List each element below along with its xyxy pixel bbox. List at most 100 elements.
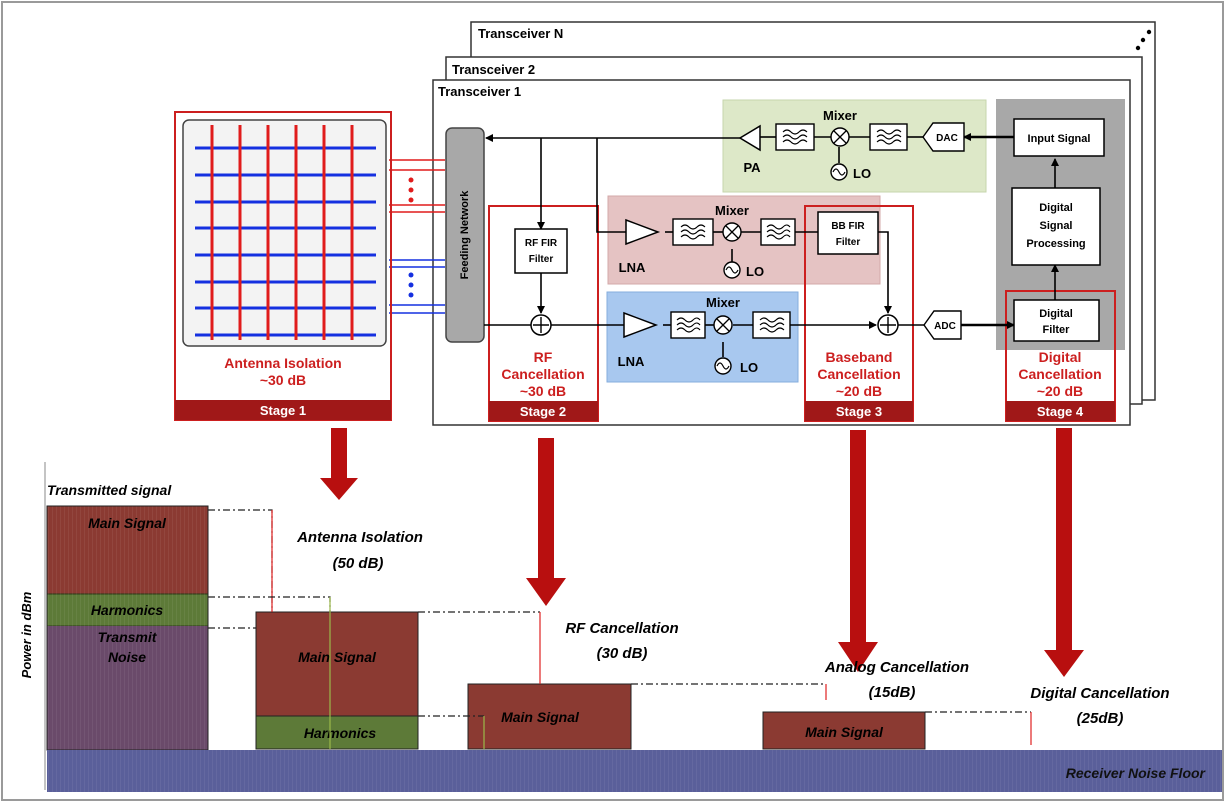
tx-filter-1-icon [775, 123, 815, 151]
stage-3-title-line3: ~20 dB [836, 383, 882, 399]
dsp-line2: Signal [1039, 220, 1072, 232]
after-antenna-harmonics-block [255, 715, 419, 750]
stage-4-label: Stage 4 [1037, 404, 1084, 419]
main-lna-icon [623, 311, 659, 339]
main-lo-label: LO [740, 360, 758, 375]
stage-2-down-arrow [526, 438, 566, 606]
stage-2-title-line3: ~30 dB [520, 383, 566, 399]
stage-1-box: Antenna Isolation ~30 dB Stage 1 [174, 111, 392, 421]
digital-cancellation-annotation-line1: Digital Cancellation [1030, 685, 1169, 702]
after-analog-main-label: Main Signal [805, 724, 884, 740]
tx-filter-2-icon [869, 123, 908, 151]
transmitted-signal-label: Transmitted signal [47, 482, 172, 498]
feeding-network-label: Feeding Network [459, 190, 471, 280]
rf-summer-icon [530, 314, 552, 336]
after-antenna-main-block [255, 611, 419, 717]
main-filter-2-icon [752, 311, 791, 339]
after-antenna-main-label: Main Signal [298, 649, 377, 665]
tx-main-signal-label: Main Signal [88, 515, 167, 531]
antenna-isolation-annotation-line2: (50 dB) [333, 555, 384, 572]
transceiver-n-label: Transceiver N [478, 26, 563, 41]
power-ylabel: Power in dBm [19, 591, 34, 678]
stage-1-title-line2: ~30 dB [260, 372, 306, 388]
after-antenna-harmonics-label: Harmonics [304, 725, 377, 741]
main-lna-label: LNA [618, 354, 645, 369]
adc-label: ADC [934, 321, 956, 332]
transceiver-2-label: Transceiver 2 [452, 62, 535, 77]
aux-filter-2-icon [760, 218, 796, 246]
aux-mixer-label: Mixer [715, 203, 749, 218]
signal-wiring [484, 133, 1059, 357]
aux-lna-icon [625, 218, 661, 246]
more-transceivers-dots [1135, 29, 1152, 51]
rx-main-chain: LNA Mixer LO ADC [530, 295, 962, 375]
digital-filter-block [1013, 299, 1100, 342]
main-mixer-label: Mixer [706, 295, 740, 310]
transceiver-1-label: Transceiver 1 [438, 84, 521, 99]
feeding-network: Feeding Network [445, 127, 485, 343]
noise-floor-hatch [47, 750, 1222, 792]
rx-aux-chain: RF FIR Filter LNA Mixer LO BB FIR Filter [514, 203, 879, 279]
dsp-line1: Digital [1039, 202, 1073, 214]
main-mixer-icon [713, 315, 733, 335]
input-signal-label: Input Signal [1028, 133, 1091, 145]
baseband-summer-icon [877, 314, 899, 336]
dsp-line3: Processing [1026, 238, 1085, 250]
rf-fir-line1: RF FIR [525, 238, 558, 249]
aux-filter-1-icon [672, 218, 714, 246]
tx-lo-icon [830, 163, 848, 181]
dac-block [922, 122, 965, 152]
stage-4-title-line3: ~20 dB [1037, 383, 1083, 399]
analog-cancellation-annotation-line2: (15dB) [869, 684, 916, 701]
bb-fir-line1: BB FIR [831, 221, 865, 232]
analog-cancellation-annotation-line1: Analog Cancellation [824, 659, 969, 676]
rf-cancellation-annotation-line1: RF Cancellation [565, 620, 678, 637]
digital-filter-line1: Digital [1039, 308, 1073, 320]
after-rf-main-label: Main Signal [501, 709, 580, 725]
stage-4-down-arrow [1044, 428, 1084, 677]
pa-label: PA [743, 160, 761, 175]
tx-harmonics-label: Harmonics [91, 602, 164, 618]
stage-3-title-line1: Baseband [826, 349, 893, 365]
tx-lo-label: LO [853, 166, 871, 181]
after-analog-main-block [762, 711, 926, 750]
aux-lo-icon [723, 261, 741, 279]
stage-3-box: Baseband Cancellation ~20 dB Stage 3 [804, 205, 914, 422]
dsp-block [1011, 187, 1101, 266]
noise-floor-label: Receiver Noise Floor [1066, 765, 1207, 781]
bb-fir-filter-block [817, 211, 879, 255]
rf-fir-line2: Filter [529, 254, 554, 265]
antenna-isolation-annotation-line1: Antenna Isolation [296, 529, 423, 546]
aux-lna-label: LNA [619, 260, 646, 275]
rf-cancellation-annotation-line2: (30 dB) [597, 645, 648, 662]
tx-mixer-icon [830, 127, 850, 147]
main-lo-icon [714, 357, 732, 375]
bb-fir-line2: Filter [836, 237, 861, 248]
stage-2-title-line1: RF [534, 349, 553, 365]
stage-3-label: Stage 3 [836, 404, 882, 419]
stage-down-arrows [320, 428, 1084, 677]
tx-noise-line2: Noise [108, 649, 146, 665]
stage-2-title-line2: Cancellation [501, 366, 584, 382]
stage-2-label: Stage 2 [520, 404, 566, 419]
stage-4-title-line1: Digital [1039, 349, 1082, 365]
stage-3-down-arrow [838, 430, 878, 672]
stage-3-title-line2: Cancellation [817, 366, 900, 382]
digital-blocks: Digital Signal Processing Digital Filter [1011, 187, 1101, 342]
power-chart: Power in dBm Transmitted signal Main Sig… [19, 462, 1222, 792]
rf-fir-filter-block [514, 228, 568, 274]
digital-cancellation-annotation-line2: (25dB) [1077, 710, 1124, 727]
input-signal-block [1013, 118, 1105, 157]
level-reference-lines [208, 509, 1032, 749]
stage-4-title-line2: Cancellation [1018, 366, 1101, 382]
digital-filter-line2: Filter [1043, 324, 1071, 336]
tx-noise-line1: Transmit [98, 629, 158, 645]
main-filter-1-icon [670, 311, 706, 339]
dac-label: DAC [936, 133, 958, 144]
stage-4-box: Digital Cancellation ~20 dB Stage 4 [1005, 290, 1116, 422]
tx-block-outline [46, 505, 209, 751]
pa-amplifier-icon [738, 124, 761, 152]
adc-block [923, 310, 962, 340]
aux-lo-label: LO [746, 264, 764, 279]
